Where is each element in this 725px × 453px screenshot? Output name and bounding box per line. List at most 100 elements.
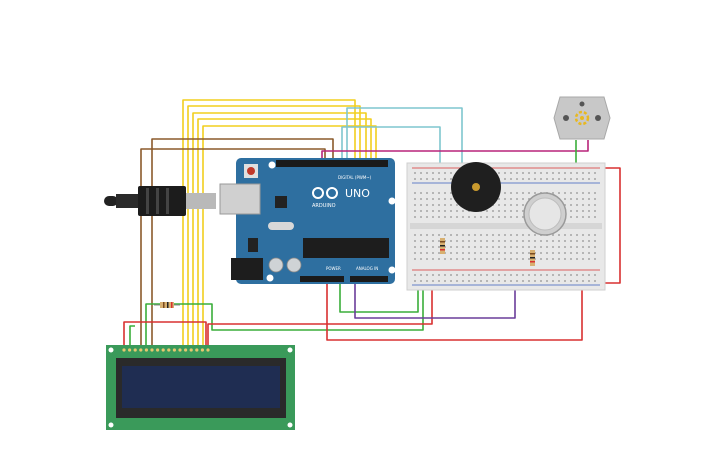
- breadboard-hole: [576, 204, 578, 206]
- breadboard-hole: [450, 234, 452, 236]
- lcd-pin[interactable]: [206, 348, 210, 352]
- lcd-pin[interactable]: [139, 348, 143, 352]
- resistor-icon[interactable]: [154, 302, 180, 308]
- breadboard-hole: [528, 198, 530, 200]
- breadboard-hole: [426, 252, 428, 254]
- board-brand: ARDUINO: [312, 203, 336, 209]
- lcd-pin[interactable]: [144, 348, 148, 352]
- breadboard-hole: [570, 172, 572, 174]
- resistor-icon[interactable]: [530, 250, 535, 266]
- gas-sensor-icon[interactable]: [523, 192, 567, 236]
- breadboard-hole: [588, 210, 590, 212]
- breadboard-hole: [594, 234, 596, 236]
- breadboard-hole: [420, 210, 422, 212]
- lcd-pin[interactable]: [128, 348, 132, 352]
- wire-magenta[interactable]: [321, 140, 589, 162]
- breadboard-hole: [570, 234, 572, 236]
- wire-green-6[interactable]: [129, 325, 135, 346]
- breadboard-hole: [426, 246, 428, 248]
- breadboard-hole: [480, 216, 482, 218]
- breadboard-hole: [582, 172, 584, 174]
- breadboard-hole: [414, 234, 416, 236]
- breadboard-hole: [474, 280, 476, 282]
- breadboard-hole: [456, 252, 458, 254]
- breadboard[interactable]: [406, 162, 606, 291]
- lcd-pin[interactable]: [122, 348, 126, 352]
- breadboard-hole: [432, 246, 434, 248]
- breadboard-hole: [426, 204, 428, 206]
- breadboard-hole: [588, 280, 590, 282]
- breadboard-hole: [432, 178, 434, 180]
- breadboard-hole: [420, 204, 422, 206]
- wire-yellow-3[interactable]: [192, 112, 367, 346]
- lcd-16x2-display[interactable]: [106, 345, 295, 430]
- breadboard-hole: [522, 178, 524, 180]
- breadboard-hole: [420, 274, 422, 276]
- wire-cyan-2[interactable]: [346, 107, 463, 180]
- breadboard-hole: [582, 234, 584, 236]
- wire-yellow-5[interactable]: [202, 125, 377, 346]
- breadboard-hole: [450, 252, 452, 254]
- breadboard-hole: [516, 234, 518, 236]
- wire-green-2[interactable]: [339, 275, 419, 313]
- lcd-pin[interactable]: [161, 348, 165, 352]
- breadboard-hole: [486, 274, 488, 276]
- breadboard-hole: [438, 274, 440, 276]
- breadboard-hole: [492, 252, 494, 254]
- breadboard-hole: [498, 234, 500, 236]
- breadboard-hole: [492, 246, 494, 248]
- wire-brown-1[interactable]: [140, 148, 326, 346]
- wire-green-1[interactable]: [145, 275, 424, 346]
- wire-red-3[interactable]: [326, 280, 583, 341]
- wire-red-2[interactable]: [207, 278, 433, 346]
- lcd-pin[interactable]: [172, 348, 176, 352]
- breadboard-hole: [510, 234, 512, 236]
- wire-yellow-1[interactable]: [182, 99, 356, 346]
- breadboard-hole: [456, 280, 458, 282]
- wire-yellow-4[interactable]: [197, 118, 372, 346]
- lcd-pin[interactable]: [195, 348, 199, 352]
- breadboard-hole: [582, 240, 584, 242]
- breadboard-hole: [456, 216, 458, 218]
- breadboard-hole: [522, 198, 524, 200]
- breadboard-hole: [480, 280, 482, 282]
- breadboard-hole: [558, 178, 560, 180]
- dc-motor-icon[interactable]: [553, 96, 611, 140]
- breadboard-hole: [540, 280, 542, 282]
- breadboard-hole: [462, 246, 464, 248]
- wire-red-4[interactable]: [596, 167, 621, 284]
- breadboard-hole: [414, 216, 416, 218]
- breadboard-hole: [432, 234, 434, 236]
- breadboard-hole: [588, 258, 590, 260]
- breadboard-hole: [444, 172, 446, 174]
- breadboard-hole: [510, 274, 512, 276]
- resistor-icon[interactable]: [440, 238, 445, 254]
- lcd-pin[interactable]: [189, 348, 193, 352]
- breadboard-hole: [522, 274, 524, 276]
- breadboard-hole: [480, 246, 482, 248]
- lcd-pin[interactable]: [178, 348, 182, 352]
- breadboard-hole: [444, 178, 446, 180]
- breadboard-hole: [588, 198, 590, 200]
- breadboard-hole: [540, 258, 542, 260]
- power-jack: [231, 258, 263, 280]
- wire-yellow-2[interactable]: [187, 105, 361, 346]
- arduino-logo-icon: [312, 187, 338, 199]
- breadboard-hole: [510, 178, 512, 180]
- breadboard-hole: [528, 178, 530, 180]
- lcd-pin[interactable]: [184, 348, 188, 352]
- breadboard-hole: [504, 198, 506, 200]
- lcd-pin[interactable]: [200, 348, 204, 352]
- breadboard-hole: [564, 240, 566, 242]
- arduino-board[interactable]: UNO ARDUINO DIGITAL (PWM~) POWER ANALOG …: [219, 158, 396, 284]
- wire-red-1[interactable]: [123, 321, 207, 346]
- piezo-buzzer-icon[interactable]: [451, 162, 501, 212]
- lcd-pin[interactable]: [133, 348, 137, 352]
- lcd-pin[interactable]: [150, 348, 154, 352]
- lcd-pin[interactable]: [156, 348, 160, 352]
- breadboard-hole: [540, 274, 542, 276]
- breadboard-hole: [522, 216, 524, 218]
- lcd-pin[interactable]: [167, 348, 171, 352]
- wire-cyan-1[interactable]: [341, 126, 441, 180]
